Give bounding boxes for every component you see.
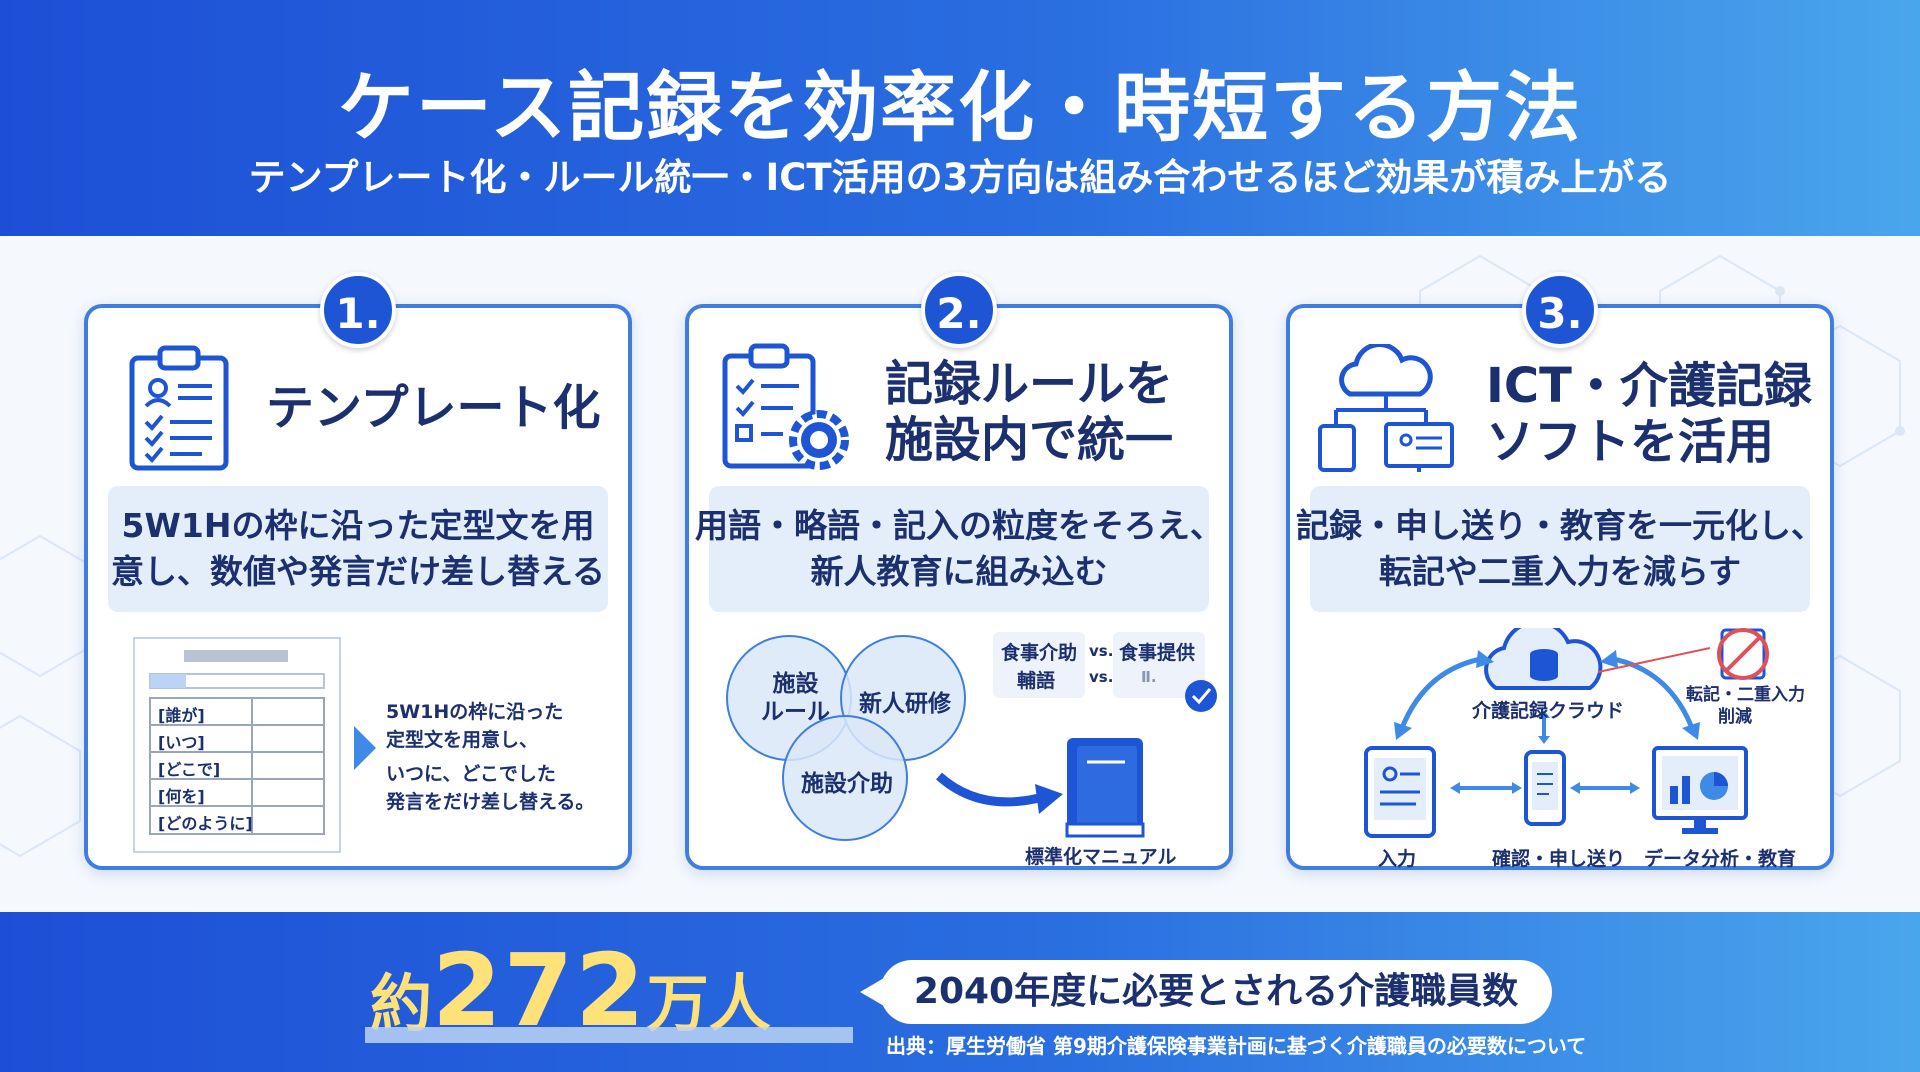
device-label-confirm: 確認・申し送り	[1492, 848, 1626, 870]
clipboard-checklist-icon	[129, 345, 229, 471]
cloud-devices-icon	[1318, 344, 1454, 472]
manual-label: 標準化マニュアル	[1025, 846, 1177, 868]
term-right: Ⅱ.	[1141, 668, 1157, 686]
template-field: [誰が]	[158, 706, 205, 725]
template-field: [いつ]	[158, 733, 205, 752]
card-record-rules: 2. 記録ルールを 施設内で統一 用語・略語・記入の粒度をそろえ、 新人教育に組…	[685, 272, 1233, 870]
template-form-graphic	[133, 637, 376, 853]
card-template: 1. テンプレート化 5W1Hの枠に沿った定型文を用 意し、数値や発言だけ差し替…	[84, 272, 632, 870]
cloud-label: 介護記録クラウド	[1472, 700, 1625, 722]
card-number-badge: 1.	[320, 272, 396, 348]
ict-illustration: 介護記録クラウド 転記・二重入力 削減 入力 確認・申し送り データ分析・教育	[1290, 628, 1830, 870]
footer-banner: 約272万人 2040年度に必要とされる介護職員数 出典：厚生労働省 第9期介護…	[0, 912, 1920, 1072]
template-illustration: [誰が] [いつ] [どこで] [何を] [どのように] 5W1Hの枠に沿った …	[88, 628, 628, 868]
no-duplicate-entry-icon	[1717, 628, 1769, 680]
card-title: ICT・介護記録 ソフトを活用	[1486, 358, 1812, 470]
page-title: ケース記録を効率化・時短する方法	[337, 63, 1583, 152]
reduce-label: 転記・二重入力	[1686, 685, 1805, 705]
term-vs: vs.	[1089, 642, 1114, 660]
venn-manual-graphic	[726, 632, 1217, 841]
reduce-label: 削減	[1718, 707, 1752, 727]
page-subtitle: テンプレート化・ルール統一・ICT活用の3方向は組み合わせるほど効果が積み上がる	[248, 156, 1672, 199]
staff-count-caption: 2040年度に必要とされる介護職員数	[880, 960, 1552, 1024]
card-number-badge: 2.	[921, 272, 997, 348]
template-note: 5W1Hの枠に沿った 定型文を用意し、 いつに、どこでした 発言をだけ差し替える…	[386, 701, 595, 813]
card-ict: 3. ICT・介護記録 ソフトを活用 記録・申し送り・教育を一元化し、 転記や二…	[1286, 272, 1834, 870]
card-title: 記録ルールを 施設内で統一	[885, 356, 1174, 468]
arrow-right-icon	[354, 726, 376, 770]
venn-circle-label: 施設介助	[801, 771, 893, 797]
term-vs: vs.	[1089, 668, 1114, 686]
template-field: [何を]	[158, 787, 205, 806]
template-field: [どこで]	[158, 760, 221, 779]
template-field: [どのように]	[158, 814, 253, 833]
venn-circle-label: 施設 ルール	[761, 671, 830, 725]
card-description: 記録・申し送り・教育を一元化し、 転記や二重入力を減らす	[1296, 486, 1824, 612]
source-citation: 出典：厚生労働省 第9期介護保険事業計画に基づく介護職員の必要数について	[886, 1034, 1587, 1058]
book-icon	[1065, 738, 1145, 838]
smartphone-icon	[1524, 750, 1566, 826]
cloud-database-icon	[1484, 628, 1603, 690]
term-left: 輔語	[1017, 670, 1056, 692]
content-area: 1. テンプレート化 5W1Hの枠に沿った定型文を用 意し、数値や発言だけ差し替…	[0, 236, 1920, 912]
card-title: テンプレート化	[266, 380, 601, 436]
term-left: 食事介助	[1001, 642, 1078, 664]
device-label-input: 入力	[1378, 848, 1417, 870]
rules-illustration: 施設 ルール 新人研修 施設介助 食事介助 輔語 vs. vs. 食事提供 Ⅱ.…	[689, 628, 1229, 868]
device-label-analysis: データ分析・教育	[1644, 848, 1797, 870]
card-description: 用語・略語・記入の粒度をそろえ、 新人教育に組み込む	[695, 486, 1223, 612]
venn-circle-label: 新人研修	[859, 691, 951, 717]
tablet-icon	[1364, 746, 1436, 838]
checklist-gear-icon	[722, 343, 849, 470]
header-banner: ケース記録を効率化・時短する方法 テンプレート化・ルール統一・ICT活用の3方向…	[0, 0, 1920, 236]
term-right: 食事提供	[1119, 642, 1196, 664]
ict-network-graphic	[1364, 628, 1769, 838]
card-number-badge: 3.	[1522, 272, 1598, 348]
monitor-chart-icon	[1652, 746, 1748, 834]
checkmark-icon	[1185, 680, 1217, 712]
card-description: 5W1Hの枠に沿った定型文を用 意し、数値や発言だけ差し替える	[108, 486, 608, 612]
highlight-underline	[365, 1027, 853, 1043]
